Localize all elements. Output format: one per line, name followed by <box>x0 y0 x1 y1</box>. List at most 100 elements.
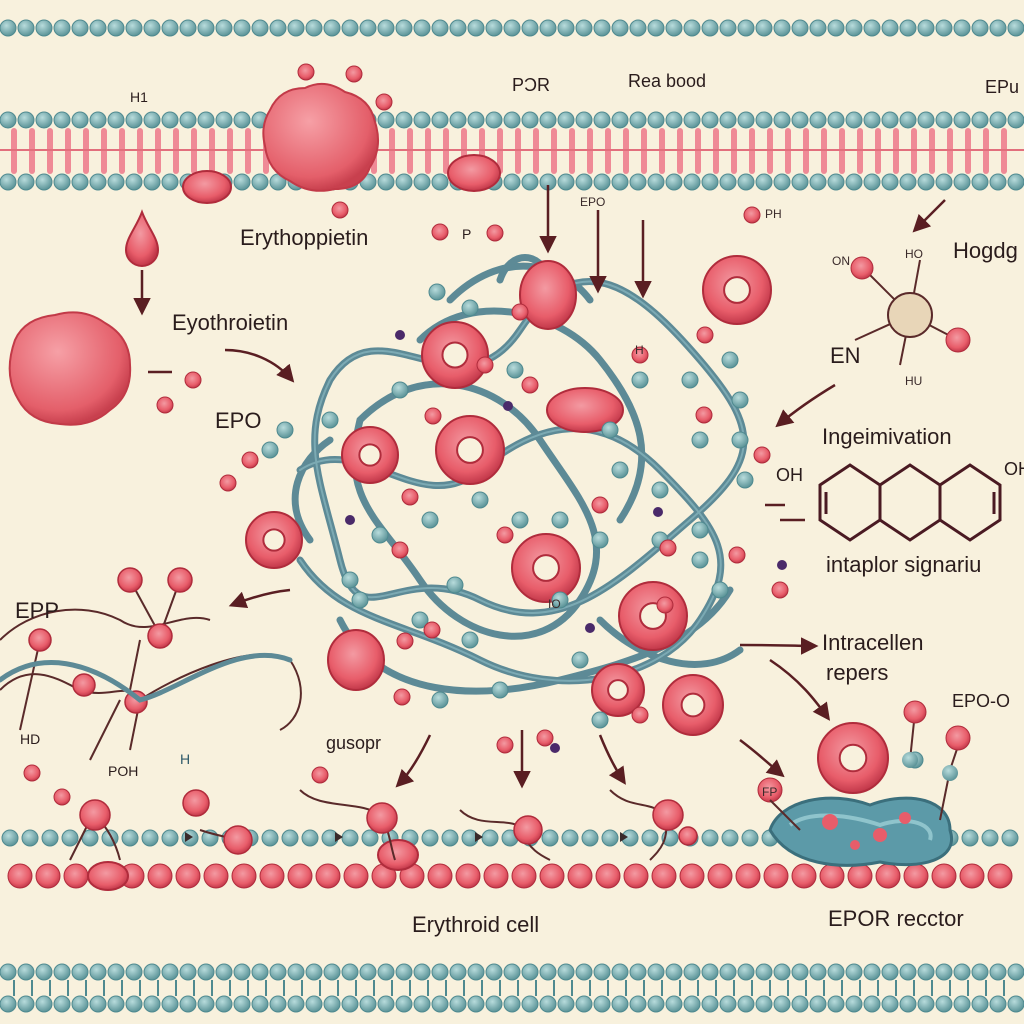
membrane-bead <box>845 19 863 37</box>
membrane-bead <box>611 19 629 37</box>
bead-dot <box>721 351 739 369</box>
membrane-bead <box>53 173 71 191</box>
membrane-red-bead <box>763 863 789 889</box>
epp-molecule-atoms <box>28 567 193 714</box>
membrane-bead <box>683 111 701 129</box>
membrane-bead <box>629 963 647 981</box>
membrane-bead <box>261 829 279 847</box>
membrane-bead <box>215 963 233 981</box>
label-h: H <box>180 751 191 767</box>
membrane-bead <box>971 111 989 129</box>
membrane-bead <box>737 995 755 1013</box>
membrane-red-bead <box>511 863 537 889</box>
membrane-bead <box>89 111 107 129</box>
membrane-bead <box>741 829 759 847</box>
membrane-bead <box>141 829 159 847</box>
membrane-bead <box>647 173 665 191</box>
red-blood-cell-side <box>447 154 501 192</box>
bead-dot <box>446 576 464 594</box>
membrane-bead <box>827 963 845 981</box>
membrane-bead <box>143 963 161 981</box>
membrane-bead <box>809 173 827 191</box>
label-epo-small: EPO <box>580 195 606 209</box>
membrane-bead <box>917 111 935 129</box>
membrane-bead <box>395 963 413 981</box>
membrane-red-bead <box>959 863 985 889</box>
membrane-red-bead <box>35 863 61 889</box>
label-oh: OH <box>776 465 803 485</box>
membrane-bead <box>721 829 739 847</box>
membrane-bead <box>107 111 125 129</box>
label-hd: HD <box>20 731 41 747</box>
membrane-bead <box>557 963 575 981</box>
membrane-bead <box>701 995 719 1013</box>
membrane-bead <box>953 19 971 37</box>
membrane-bead <box>953 173 971 191</box>
membrane-bead <box>719 173 737 191</box>
red-blood-cell-center <box>358 443 382 467</box>
membrane-bead <box>287 963 305 981</box>
membrane-bead <box>361 829 379 847</box>
membrane-bead <box>89 995 107 1013</box>
membrane-bead <box>449 995 467 1013</box>
membrane-bead <box>809 995 827 1013</box>
red-blood-cell-center <box>441 341 469 369</box>
membrane-bead <box>557 173 575 191</box>
membrane-bead <box>215 19 233 37</box>
label-por: PƆR <box>512 75 551 95</box>
purple-dot <box>550 743 560 753</box>
membrane-bead <box>377 995 395 1013</box>
membrane-receptor-heads <box>79 789 698 855</box>
membrane-bead <box>521 995 539 1013</box>
red-dot <box>184 371 202 389</box>
membrane-bead <box>953 963 971 981</box>
membrane-bead <box>611 173 629 191</box>
membrane-bead <box>629 995 647 1013</box>
membrane-bead <box>0 963 17 981</box>
bead-dot <box>411 611 429 629</box>
membrane-bead <box>503 963 521 981</box>
erythropoietin-blob-top <box>262 82 380 192</box>
label-ingemivation: Ingeimivation <box>822 424 952 449</box>
membrane-bead <box>647 111 665 129</box>
red-blood-cell-side <box>519 260 577 330</box>
membrane-bead <box>917 19 935 37</box>
membrane-red-bead <box>987 863 1013 889</box>
membrane-bead <box>737 111 755 129</box>
membrane-bead <box>935 111 953 129</box>
membrane-bead <box>17 111 35 129</box>
membrane-bead <box>35 19 53 37</box>
membrane-bead <box>575 173 593 191</box>
membrane-bead <box>449 111 467 129</box>
membrane-bead <box>233 111 251 129</box>
membrane-red-bead <box>903 863 929 889</box>
membrane-bead <box>521 963 539 981</box>
red-dot <box>423 621 441 639</box>
membrane-bead <box>791 995 809 1013</box>
membrane-bead <box>431 19 449 37</box>
membrane-red-bead <box>623 863 649 889</box>
chemical-structure <box>818 463 1002 542</box>
membrane-bead <box>395 111 413 129</box>
label-fp: FP <box>762 785 778 799</box>
membrane-red-bead <box>63 863 89 889</box>
membrane-bead <box>899 995 917 1013</box>
membrane-bead <box>575 995 593 1013</box>
membrane-bead <box>773 111 791 129</box>
red-blood-cell-side <box>546 387 624 433</box>
label-epor-receptor: EPOR recctor <box>828 906 964 931</box>
membrane-bead <box>593 111 611 129</box>
membrane-bead <box>251 19 269 37</box>
bead-dot <box>551 511 569 529</box>
membrane-bead <box>35 111 53 129</box>
bead-dot <box>428 283 446 301</box>
membrane-bead <box>791 111 809 129</box>
membrane-bead <box>71 963 89 981</box>
membrane-bead <box>701 963 719 981</box>
membrane-bead <box>341 829 359 847</box>
membrane-bead <box>125 111 143 129</box>
membrane-bead <box>863 995 881 1013</box>
label-intracellen: Intracellen <box>822 630 924 655</box>
membrane-bead <box>215 995 233 1013</box>
